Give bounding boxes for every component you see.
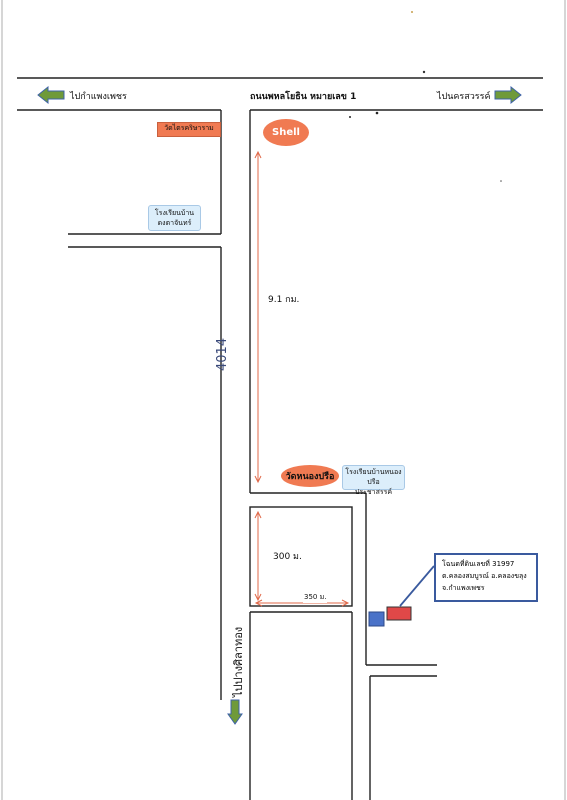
distance-arrow-top [254, 150, 262, 159]
school-top-line-1: โรงเรียนบ้าน [154, 209, 195, 217]
school-mid-line-2: ประชาสรรค์ [354, 488, 393, 496]
scan-speck [349, 116, 351, 118]
land-info-line-1: โฉนดที่ดินเลขที่ 31997 [442, 560, 515, 568]
left-direction-label: ไปกำแพงเพชร [70, 92, 127, 102]
land-info-box: โฉนดที่ดินเลขที่ 31997 ต.คลองสมบูรณ์ อ.ค… [434, 553, 538, 602]
scan-speck [422, 70, 426, 74]
shell-label: Shell [272, 127, 300, 138]
temple-mid-label: วัดหนองปรือ [285, 472, 335, 482]
right-direction-label: ไปนครสวรรค์ [437, 92, 491, 102]
land-plot-red [386, 606, 412, 621]
school-mid-box: โรงเรียนบ้านหนองปรือ ประชาสรรค์ [342, 465, 405, 496]
land-info-line-3: จ.กำแพงเพชร [442, 584, 485, 592]
road-number-label: 4014 [215, 337, 230, 371]
scan-speck [500, 180, 502, 182]
middle-block [249, 506, 353, 607]
height-dimension-label: 300 ม. [273, 552, 302, 562]
width-arrow-left [254, 599, 263, 607]
land-info-line-2: ต.คลองสมบูรณ์ อ.คลองขลุง [442, 572, 527, 580]
distance-label: 9.1 กม. [268, 295, 300, 305]
temple-mid-oval: วัดหนองปรือ [281, 465, 339, 487]
scan-speck [375, 111, 379, 115]
land-plot-pointer [399, 565, 435, 607]
height-arrow-bottom [254, 593, 262, 602]
school-mid-line-1: โรงเรียนบ้านหนองปรือ [345, 468, 402, 486]
highway-name-label: ถนนพหลโยธิน หมายเลข 1 [250, 92, 357, 102]
shell-station-icon: Shell [263, 119, 309, 146]
temple-top-box: วัดไตรคริษาราม [157, 122, 221, 137]
bottom-direction-label: ไปปางศิลาทอง [232, 626, 245, 697]
arrow-left-icon [37, 85, 65, 105]
school-top-box: โรงเรียนบ้าน ดงตาจันทร์ [148, 205, 201, 231]
land-plot-blue [368, 611, 385, 627]
width-arrow-right [341, 599, 350, 607]
width-dimension-label: 350 ม. [303, 592, 328, 603]
distance-arrow-bottom [254, 475, 262, 484]
scan-speck [411, 11, 413, 13]
temple-top-label: วัดไตรคริษาราม [164, 124, 214, 132]
school-top-line-2: ดงตาจันทร์ [157, 219, 192, 227]
height-arrow-top [254, 510, 262, 519]
arrow-right-icon [494, 85, 522, 105]
arrow-down-icon [227, 699, 243, 725]
